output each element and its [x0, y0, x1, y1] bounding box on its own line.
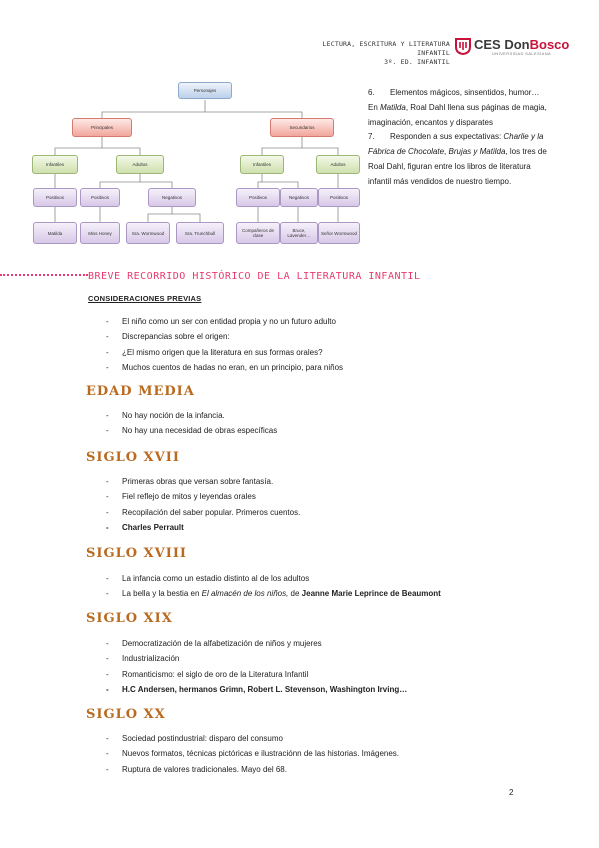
diagram-node-l3: Positivos	[236, 188, 280, 207]
list-item: La infancia como un estadio distinto al …	[106, 571, 441, 587]
diagram-node-l4: Miss Honey	[80, 222, 120, 244]
side-item: 7.Responden a sus expectativas: Charlie …	[368, 132, 547, 186]
era-heading: SIGLO XX	[86, 707, 166, 722]
list-item: H.C Andersen, hermanos Grimn, Robert L. …	[106, 682, 407, 698]
page-number: 2	[509, 788, 514, 797]
subsection-title: CONSIDERACIONES PREVIAS	[88, 294, 202, 303]
diagram-node-adultos-right: Adultos	[316, 155, 360, 174]
diagram-node-l3: Negativos	[280, 188, 318, 207]
list-item: El niño como un ser con entidad propia y…	[106, 314, 343, 330]
list-item: Romanticismo: el siglo de oro de la Lite…	[106, 667, 407, 683]
list-item: Fiel reflejo de mitos y leyendas orales	[106, 489, 300, 505]
era-list: No hay noción de la infancia. No hay una…	[106, 408, 277, 439]
list-item: Recopilación del saber popular. Primeros…	[106, 505, 300, 521]
diagram-node-infantiles-right: Infantiles	[240, 155, 284, 174]
diagram-node-principales: Principales	[72, 118, 132, 137]
diagram-node-l3: Positivos	[33, 188, 77, 207]
list-item: No hay noción de la infancia.	[106, 408, 277, 424]
era-list: Democratización de la alfabetización de …	[106, 636, 407, 698]
list-item: Nuevos formatos, técnicas pictóricas e i…	[106, 746, 399, 762]
era-heading: SIGLO XIX	[86, 611, 173, 626]
list-item: Ruptura de valores tradicionales. Mayo d…	[106, 762, 399, 778]
diagram-node-infantiles-left: Infantiles	[32, 155, 78, 174]
diagram-node-l4: Señor Wormwood	[318, 222, 360, 244]
list-item: La bella y la bestia en El almacén de lo…	[106, 586, 441, 602]
diagram-node-l4: Sra. Wormwood	[126, 222, 170, 244]
logo-shield-icon	[455, 38, 471, 55]
diagram-node-l4: Matilda	[33, 222, 77, 244]
section-title: BREVE RECORRIDO HISTÓRICO DE LA LITERATU…	[88, 271, 421, 282]
list-item: Industrialización	[106, 651, 407, 667]
logo-subtitle: UNIVERSIDAD SALESIANA	[492, 51, 552, 56]
diagram-node-secundarios: Secundarios	[270, 118, 334, 137]
logo-name: CES DonBosco	[474, 37, 570, 52]
diagram-node-l4: Compañeros de clase	[236, 222, 280, 244]
diagram-node-l4: Sra. Trunchbull	[176, 222, 224, 244]
diagram-node-l4: Bruce, Lavender…	[280, 222, 318, 244]
diagram-node-l3: Negativos	[148, 188, 196, 207]
side-numbered-list: 6.Elementos mágicos, sinsentidos, humor……	[368, 86, 548, 190]
list-item: Sociedad postindustrial: disparo del con…	[106, 731, 399, 747]
diagram-node-l3: Positivos	[318, 188, 360, 207]
list-item: ¿El mismo origen que la literatura en su…	[106, 345, 343, 361]
era-heading: EDAD MEDIA	[86, 384, 195, 399]
header-course-title: LECTURA, ESCRITURA Y LITERATURA INFANTIL…	[322, 40, 450, 66]
list-item: Primeras obras que versan sobre fantasía…	[106, 474, 300, 490]
ces-donbosco-logo: CES DonBosco UNIVERSIDAD SALESIANA	[455, 37, 569, 58]
era-list: Primeras obras que versan sobre fantasía…	[106, 474, 300, 536]
era-heading: SIGLO XVII	[86, 450, 180, 465]
diagram-node-adultos-left: Adultos	[116, 155, 164, 174]
side-item: 6.Elementos mágicos, sinsentidos, humor……	[368, 88, 547, 127]
era-list: Sociedad postindustrial: disparo del con…	[106, 731, 399, 778]
era-list: La infancia como un estadio distinto al …	[106, 571, 441, 602]
list-item: Discrepancias sobre el origen:	[106, 329, 343, 345]
diagram-node-l3: Positivos	[80, 188, 120, 207]
list-item: Charles Perrault	[106, 520, 300, 536]
diagram-root-node: Personajes	[178, 82, 232, 99]
list-item: No hay una necesidad de obras específica…	[106, 423, 277, 439]
list-item: Muchos cuentos de hadas no eran, en un p…	[106, 360, 343, 376]
section-rule	[0, 274, 88, 276]
previas-list: El niño como un ser con entidad propia y…	[106, 314, 343, 376]
list-item: Democratización de la alfabetización de …	[106, 636, 407, 652]
era-heading: SIGLO XVIII	[86, 546, 187, 561]
